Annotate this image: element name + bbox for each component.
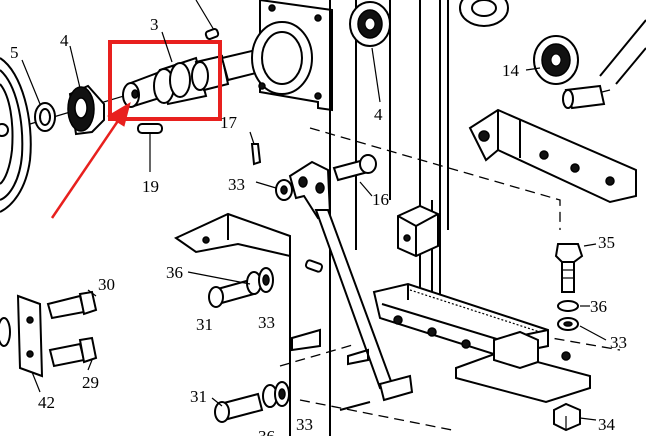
- part-labels: 5 4 3 4 14 17 19 33 16 35 36 30 36 31 33…: [10, 15, 627, 436]
- bearing-part-4-top: [349, 1, 391, 103]
- bolt-part-29: [48, 336, 98, 368]
- label-31-a: 31: [196, 315, 213, 334]
- key-top: [204, 28, 220, 40]
- label-33-a: 33: [228, 175, 245, 194]
- label-4-left: 4: [60, 31, 69, 50]
- bolt-part-16: [332, 154, 377, 182]
- label-36-c: 36: [258, 427, 275, 436]
- label-35: 35: [598, 233, 615, 252]
- label-19: 19: [142, 177, 159, 196]
- label-30: 30: [98, 275, 115, 294]
- pointer-arrow: [50, 101, 131, 219]
- bolt-part-31-upper: [208, 278, 256, 308]
- bearing-part-14: [525, 35, 579, 85]
- label-33-c: 33: [610, 333, 627, 352]
- key-part-19: [137, 123, 163, 172]
- label-29: 29: [82, 373, 99, 392]
- pulley-wheel: [0, 57, 32, 213]
- nut-part-34: [553, 402, 581, 432]
- vertical-frame: [329, 0, 449, 310]
- label-31-b: 31: [190, 387, 207, 406]
- leader-top: [195, 0, 215, 31]
- label-33-d: 33: [296, 415, 313, 434]
- top-right-pulley: [459, 0, 509, 27]
- label-34: 34: [598, 415, 616, 434]
- washer-part-33-right: [557, 317, 579, 331]
- washer-part-5: [34, 102, 56, 132]
- lower-frame-plate: [289, 240, 371, 436]
- label-17: 17: [220, 113, 238, 132]
- label-5: 5: [10, 43, 19, 62]
- label-36-a: 36: [166, 263, 183, 282]
- label-33-b: 33: [258, 313, 275, 332]
- bearing-part-4-left: [67, 84, 105, 136]
- bellcrank-lever: [288, 160, 414, 402]
- plate-part-42: [0, 294, 44, 378]
- label-42: 42: [38, 393, 55, 412]
- bolt-part-30: [46, 290, 98, 320]
- label-4-top: 4: [374, 105, 383, 124]
- shaft-part-3: [122, 48, 264, 108]
- bearing-housing-block: [251, 0, 333, 112]
- belt: [599, 19, 646, 85]
- washer-part-33-upper: [275, 179, 293, 201]
- label-36-b: 36: [590, 297, 607, 316]
- washers-part-36-33-upper: [246, 267, 274, 295]
- label-16: 16: [372, 190, 389, 209]
- label-14: 14: [502, 61, 520, 80]
- left-bracket: [174, 212, 291, 258]
- bolt-part-35: [554, 243, 584, 293]
- rack-slide-base: [372, 282, 591, 404]
- pin-part-17: [249, 131, 262, 166]
- washers-part-36-33-lower: [262, 381, 290, 408]
- label-3: 3: [150, 15, 159, 34]
- bolt-part-31-lower: [214, 392, 264, 423]
- adjusting-arm: [468, 84, 637, 204]
- leader-lines: [21, 31, 607, 421]
- washer-part-36-right: [557, 300, 579, 312]
